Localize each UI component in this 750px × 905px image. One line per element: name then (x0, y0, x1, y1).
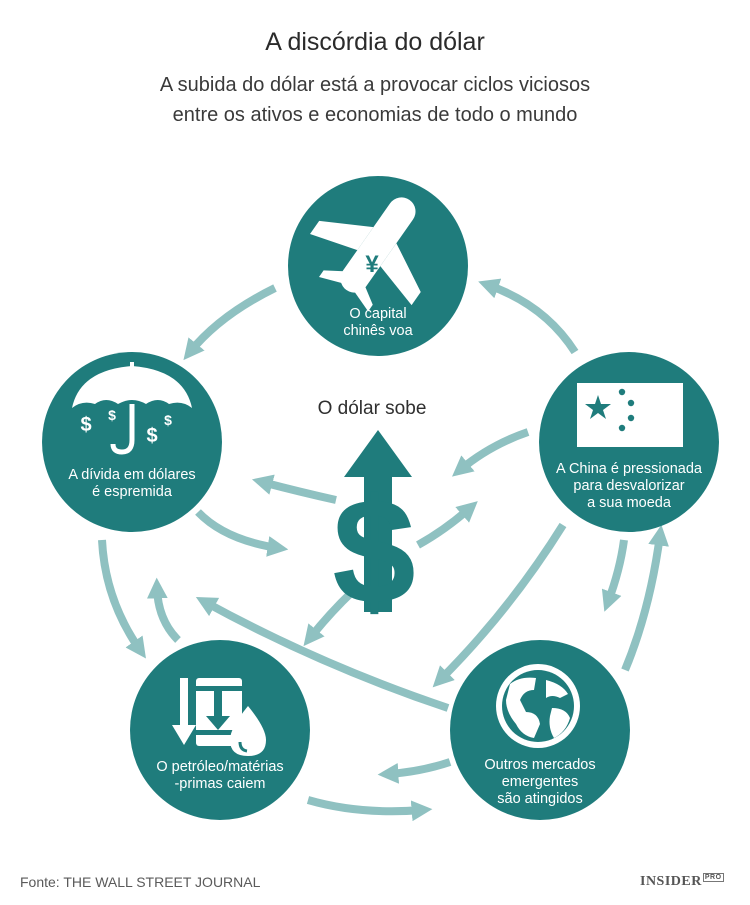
arrow-emerging-to-china (621, 524, 669, 672)
svg-text:$: $ (164, 412, 172, 428)
node-debt-label: A dívida em dólares é espremida (68, 467, 196, 500)
source-credit: Fonte: THE WALL STREET JOURNAL (20, 874, 261, 890)
arrow-center-to-oil-side (303, 589, 355, 647)
globe-icon (496, 664, 580, 748)
center-label: O dólar sobe (317, 398, 427, 419)
arrow-emerging-to-oil (377, 758, 452, 784)
node-oil-label: O petróleo/matérias -primas caiem (156, 759, 284, 792)
page-title: A discórdia do dólar (265, 28, 485, 56)
arrow-emerging-to-debt (195, 597, 450, 712)
node-emerging-label: Outros mercados emergentes são atingidos (484, 757, 596, 807)
svg-text:$: $ (108, 407, 116, 423)
oil-barrel-drop-icon (172, 678, 266, 756)
arrow-oil-to-emerging (306, 796, 433, 822)
svg-text:¥: ¥ (365, 251, 379, 278)
arrow-china-to-center (452, 428, 530, 477)
svg-text:$: $ (80, 414, 91, 436)
arrow-center-to-china-side (416, 501, 478, 549)
arrow-china-to-capital (478, 278, 579, 355)
svg-text:$: $ (146, 425, 157, 447)
central-dollar-icon: $ (332, 430, 416, 635)
umbrella-dollar-icon: $ $ $ $ (72, 362, 192, 455)
arrow-capital-to-debt (183, 284, 277, 361)
plane-yuan-icon: ¥ (310, 197, 421, 312)
page-subtitle: A subida do dólar está a provocar ciclos… (0, 70, 750, 130)
subtitle-line-2: entre os ativos e economias de todo o mu… (172, 104, 578, 126)
dollar-sign: $ (332, 467, 415, 635)
node-china-label: A China é pressionada para desvalorizar … (556, 461, 702, 511)
arrow-center-to-capital-side (251, 474, 337, 504)
arrow-debt-to-center (195, 509, 289, 557)
arrow-china-to-oil (432, 522, 567, 688)
arrow-china-to-emerging (601, 539, 628, 612)
subtitle-line-1: A subida do dólar está a provocar ciclos… (159, 74, 591, 96)
arrow-debt-to-oil (98, 539, 146, 659)
node-capital-label: O capital chinês voa (343, 306, 413, 339)
china-flag-icon (577, 383, 683, 447)
arrow-oil-to-debt (146, 577, 181, 643)
